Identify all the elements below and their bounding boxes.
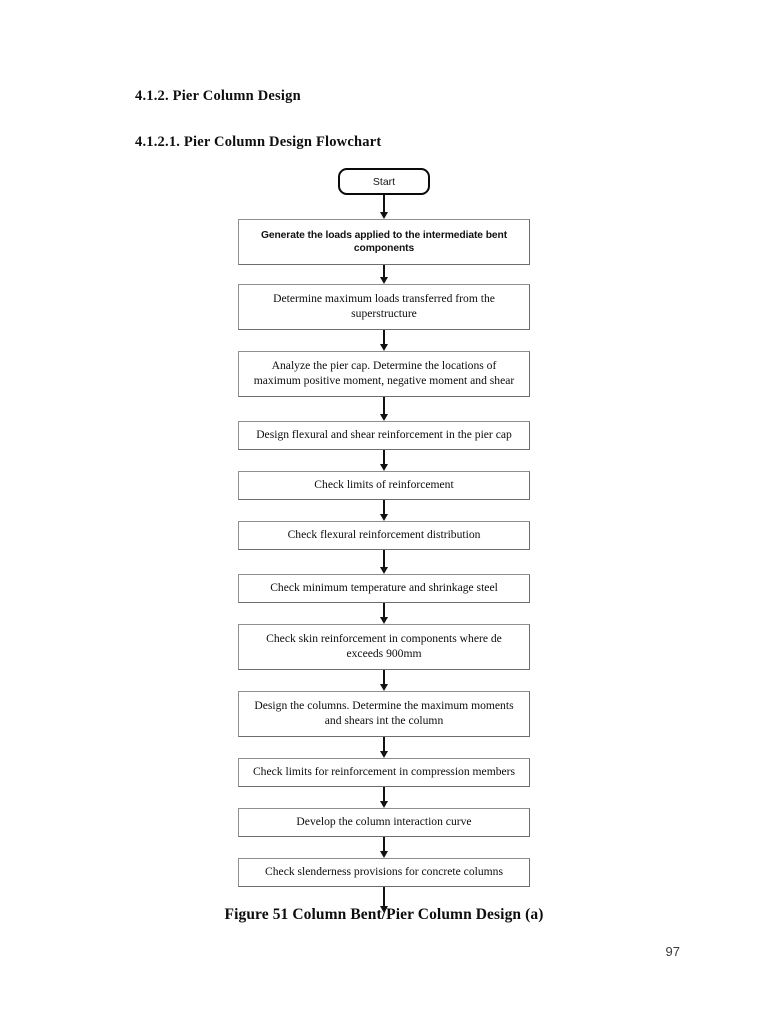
flow-node-check-limits-compression-members: Check limits for reinforcement in compre… — [238, 758, 530, 787]
connector-stem — [383, 195, 385, 213]
arrowhead-icon — [380, 567, 388, 574]
flow-node-label: Check limits of reinforcement — [314, 478, 454, 492]
connector-arrow — [378, 737, 390, 758]
pier-column-design-flowchart: Start Generate the loads applied to the … — [0, 168, 768, 913]
flow-node-label: Check skin reinforcement in components w… — [266, 632, 502, 660]
connector-stem — [383, 450, 385, 465]
flow-node-label: Design flexural and shear reinforcement … — [256, 428, 512, 442]
arrowhead-icon — [380, 801, 388, 808]
flow-node-label: Check minimum temperature and shrinkage … — [270, 581, 498, 595]
connector-stem — [383, 603, 385, 618]
flow-node-start-label: Start — [372, 175, 396, 188]
connector-arrow — [378, 837, 390, 858]
connector-stem — [383, 265, 385, 278]
flow-node-check-limits-reinforcement: Check limits of reinforcement — [238, 471, 530, 500]
arrowhead-icon — [380, 277, 388, 284]
connector-stem — [383, 837, 385, 852]
flow-node-analyze-pier-cap: Analyze the pier cap. Determine the loca… — [238, 351, 530, 397]
flow-node-determine-max-loads: Determine maximum loads transferred from… — [238, 284, 530, 330]
flow-node-label: Determine maximum loads transferred from… — [273, 292, 495, 320]
connector-stem — [383, 550, 385, 568]
connector-arrow — [378, 195, 390, 219]
connector-arrow — [378, 450, 390, 471]
flow-node-generate-loads: Generate the loads applied to the interm… — [238, 219, 530, 265]
page-number: 97 — [665, 944, 680, 959]
connector-arrow — [378, 670, 390, 691]
arrowhead-icon — [380, 344, 388, 351]
connector-arrow — [378, 603, 390, 624]
figure-caption: Figure 51 Column Bent/Pier Column Design… — [224, 906, 544, 923]
arrowhead-icon — [380, 617, 388, 624]
connector-arrow — [378, 397, 390, 421]
arrowhead-icon — [380, 414, 388, 421]
flow-node-check-flexural-distribution: Check flexural reinforcement distributio… — [238, 521, 530, 550]
flow-node-develop-interaction-curve: Develop the column interaction curve — [238, 808, 530, 837]
arrowhead-icon — [380, 751, 388, 758]
section-heading-4-1-2-1: 4.1.2.1. Pier Column Design Flowchart — [135, 134, 382, 150]
arrowhead-icon — [380, 906, 388, 913]
flow-node-design-flexural-shear-reinforcement: Design flexural and shear reinforcement … — [238, 421, 530, 450]
connector-arrow-to-caption — [378, 887, 390, 913]
arrowhead-icon — [380, 851, 388, 858]
connector-arrow — [378, 787, 390, 808]
arrowhead-icon — [380, 514, 388, 521]
arrowhead-icon — [380, 684, 388, 691]
connector-stem — [383, 330, 385, 345]
connector-stem — [383, 737, 385, 752]
arrowhead-icon — [380, 212, 388, 219]
flow-node-label: Check limits for reinforcement in compre… — [252, 765, 516, 779]
arrowhead-icon — [380, 464, 388, 471]
connector-arrow — [378, 265, 390, 284]
connector-stem — [383, 500, 385, 515]
flow-node-check-temperature-shrinkage-steel: Check minimum temperature and shrinkage … — [238, 574, 530, 603]
connector-stem — [383, 670, 385, 685]
flow-node-design-columns: Design the columns. Determine the maximu… — [238, 691, 530, 737]
flow-node-label: Generate the loads applied to the interm… — [260, 229, 508, 254]
connector-stem — [383, 787, 385, 802]
flow-node-label: Check flexural reinforcement distributio… — [287, 528, 481, 542]
flow-node-check-skin-reinforcement: Check skin reinforcement in components w… — [238, 624, 530, 670]
flow-node-label: Develop the column interaction curve — [296, 815, 472, 829]
flow-node-label: Design the columns. Determine the maximu… — [254, 699, 514, 727]
flow-node-start: Start — [338, 168, 430, 195]
flow-node-label: Check slenderness provisions for concret… — [265, 865, 503, 879]
flow-node-label: Analyze the pier cap. Determine the loca… — [253, 359, 515, 387]
connector-stem — [383, 397, 385, 415]
section-heading-4-1-2: 4.1.2. Pier Column Design — [135, 88, 301, 104]
connector-stem — [383, 887, 385, 907]
flow-node-check-slenderness-provisions: Check slenderness provisions for concret… — [238, 858, 530, 887]
connector-arrow — [378, 500, 390, 521]
connector-arrow — [378, 550, 390, 574]
connector-arrow — [378, 330, 390, 351]
